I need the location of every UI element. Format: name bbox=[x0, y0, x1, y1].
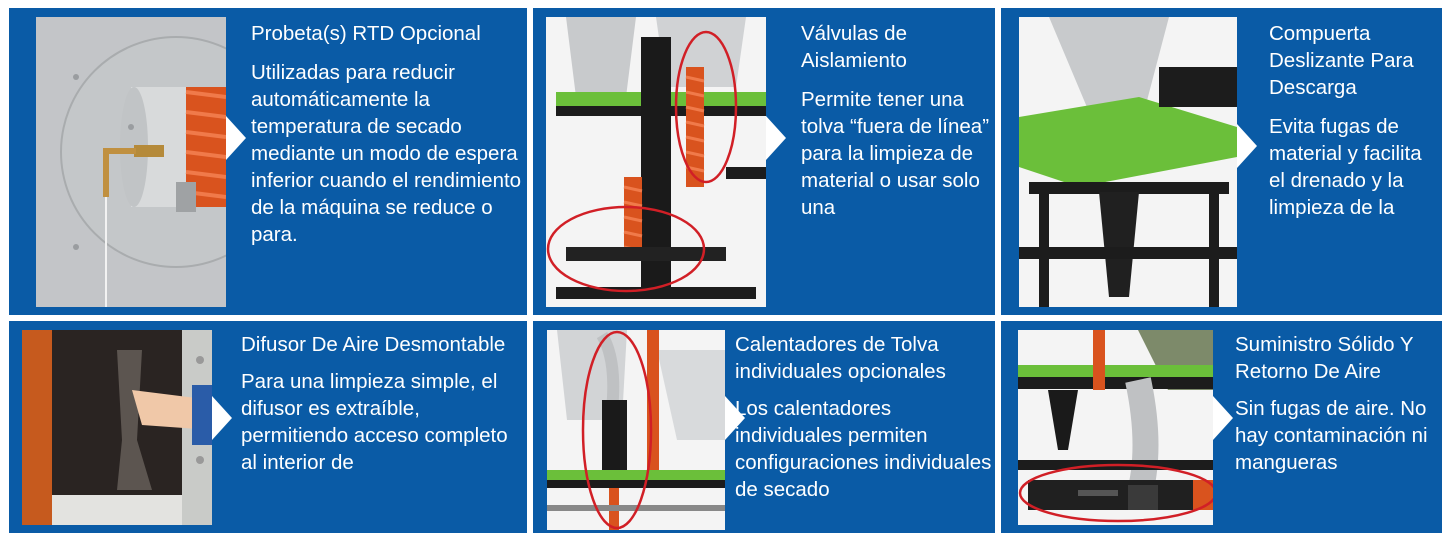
pointer-arrow-icon bbox=[1237, 124, 1257, 168]
feature-panel-air-diffuser: Difusor De Aire Desmontable Para una lim… bbox=[9, 321, 527, 533]
slide-gate-photo bbox=[1019, 17, 1237, 307]
pointer-arrow-icon bbox=[226, 116, 246, 160]
feature-panel-rtd-probe: Probeta(s) RTD Opcional Utilizadas para … bbox=[9, 8, 527, 315]
hopper-heater-photo bbox=[547, 330, 725, 530]
feature-description: Para una limpieza simple, el difusor es … bbox=[241, 370, 508, 474]
feature-text: Válvulas de Aislamiento Permite tener un… bbox=[801, 20, 991, 221]
pointer-arrow-icon bbox=[212, 396, 232, 440]
feature-description: Los calentadores individuales permiten c… bbox=[735, 397, 992, 501]
air-diffuser-photo bbox=[22, 330, 212, 525]
feature-panel-hopper-heaters: Calentadores de Tolva individuales opcio… bbox=[533, 321, 995, 533]
feature-text: Suministro Sólido Y Retorno De Aire Sin … bbox=[1235, 331, 1439, 476]
feature-title: Probeta(s) RTD Opcional bbox=[251, 22, 481, 45]
feature-description: Utilizadas para reducir automáticamente … bbox=[251, 61, 522, 246]
feature-title: Válvulas de Aislamiento bbox=[801, 22, 907, 72]
feature-description: Evita fugas de material y facilita el dr… bbox=[1269, 115, 1422, 219]
feature-panel-slide-gate: Compuerta Deslizante Para Descarga Evita… bbox=[1001, 8, 1442, 315]
pointer-arrow-icon bbox=[725, 396, 745, 440]
isolation-valve-photo bbox=[546, 17, 766, 307]
feature-title: Calentadores de Tolva individuales opcio… bbox=[735, 333, 946, 383]
feature-text: Calentadores de Tolva individuales opcio… bbox=[735, 331, 993, 503]
feature-title: Suministro Sólido Y Retorno De Aire bbox=[1235, 333, 1414, 383]
feature-description: Permite tener una tolva “fuera de línea”… bbox=[801, 88, 990, 219]
feature-title: Compuerta Deslizante Para Descarga bbox=[1269, 22, 1414, 99]
feature-text: Probeta(s) RTD Opcional Utilizadas para … bbox=[251, 20, 523, 248]
rtd-probe-photo bbox=[36, 17, 226, 307]
pointer-arrow-icon bbox=[766, 116, 786, 160]
feature-text: Compuerta Deslizante Para Descarga Evita… bbox=[1269, 20, 1439, 221]
air-supply-return-photo bbox=[1018, 330, 1213, 525]
feature-description: Sin fugas de aire. No hay contaminación … bbox=[1235, 397, 1428, 474]
feature-title: Difusor De Aire Desmontable bbox=[241, 333, 506, 356]
feature-text: Difusor De Aire Desmontable Para una lim… bbox=[241, 331, 523, 476]
pointer-arrow-icon bbox=[1213, 396, 1233, 440]
feature-panel-air-supply-return: Suministro Sólido Y Retorno De Aire Sin … bbox=[1001, 321, 1442, 533]
feature-panel-isolation-valves: Válvulas de Aislamiento Permite tener un… bbox=[533, 8, 995, 315]
